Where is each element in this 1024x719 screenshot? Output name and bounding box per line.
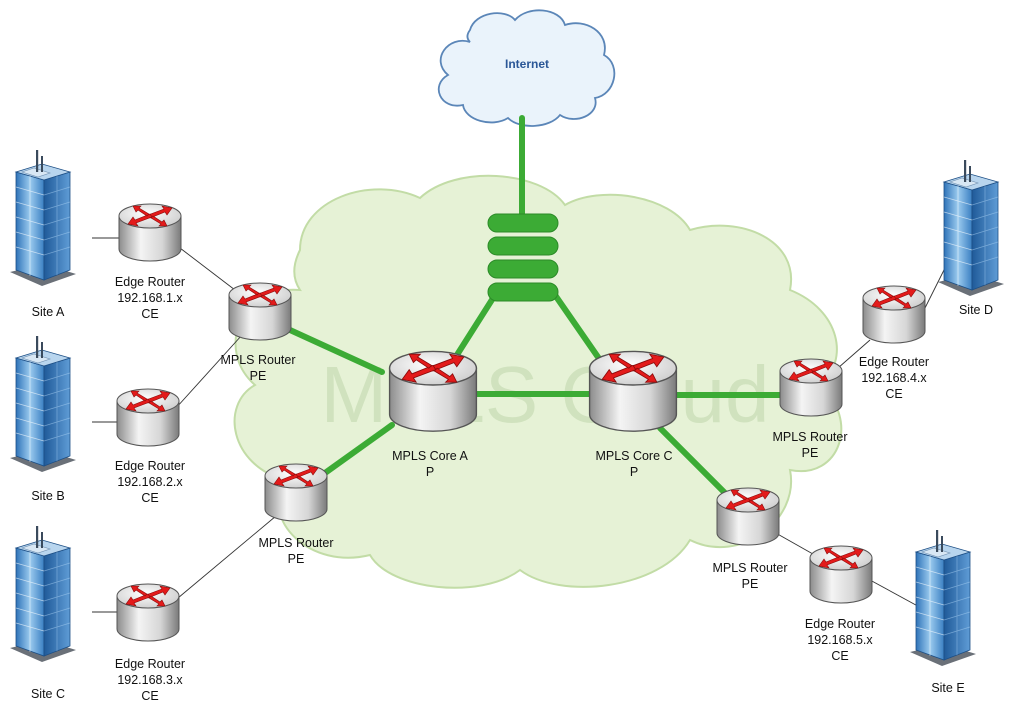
- switch-layer-3: [487, 259, 559, 279]
- edge-router-1-role: CE: [141, 307, 158, 321]
- link-ce2-pe1: [175, 334, 243, 409]
- pe-router-3-role: PE: [802, 446, 819, 460]
- site-e: Site E: [909, 529, 977, 695]
- site-b: Site B: [9, 335, 77, 503]
- site-d-building-icon: [937, 159, 1005, 297]
- edge-router-1-icon: [118, 203, 182, 262]
- switch-layer-1: [487, 213, 559, 233]
- edge-router-1: Edge Router 192.168.1.x CE: [115, 203, 185, 321]
- pe-router-3: MPLS Router PE: [772, 358, 848, 460]
- switch-layer-4: [487, 282, 559, 302]
- edge-router-4: Edge Router 192.168.4.x CE: [859, 285, 929, 401]
- pe-router-2-icon: [264, 463, 328, 522]
- edge-router-2-icon: [116, 388, 180, 447]
- edge-router-4-role: CE: [885, 387, 902, 401]
- site-c-building-icon: [9, 525, 77, 663]
- edge-router-5: Edge Router 192.168.5.x CE: [805, 545, 875, 663]
- core-router-a-name: MPLS Core A: [392, 449, 468, 463]
- core-router-a-role: P: [426, 465, 434, 479]
- core-router-a-icon: [388, 350, 478, 432]
- core-router-c-role: P: [630, 465, 638, 479]
- pe-router-4-role: PE: [742, 577, 759, 591]
- edge-router-3-role: CE: [141, 689, 158, 703]
- pe-router-2-role: PE: [288, 552, 305, 566]
- pe-router-4-name: MPLS Router: [712, 561, 787, 575]
- edge-router-2-name: Edge Router: [115, 459, 185, 473]
- edge-router-5-subnet: 192.168.5.x: [807, 633, 873, 647]
- edge-router-3: Edge Router 192.168.3.x CE: [115, 583, 185, 703]
- core-router-c: MPLS Core C P: [588, 350, 678, 479]
- switch-layer-2: [487, 236, 559, 256]
- site-d: Site D: [937, 159, 1005, 317]
- link-pe2-coreA: [315, 422, 395, 481]
- internet-cloud: Internet: [437, 9, 616, 127]
- edge-router-5-name: Edge Router: [805, 617, 875, 631]
- edge-router-4-subnet: 192.168.4.x: [861, 371, 927, 385]
- pe-router-4: MPLS Router PE: [712, 487, 788, 591]
- site-c: Site C: [9, 525, 77, 701]
- pe-router-1: MPLS Router PE: [220, 282, 296, 383]
- edge-router-4-name: Edge Router: [859, 355, 929, 369]
- link-pe1-coreA: [287, 327, 385, 375]
- edge-router-1-name: Edge Router: [115, 275, 185, 289]
- edge-router-3-icon: [116, 583, 180, 642]
- pe-router-2-name: MPLS Router: [258, 536, 333, 550]
- edge-router-3-name: Edge Router: [115, 657, 185, 671]
- link-ce1-pe1: [179, 247, 236, 291]
- core-router-a: MPLS Core A P: [388, 350, 478, 479]
- internet-label: Internet: [505, 57, 549, 71]
- mpls-links: [287, 115, 785, 501]
- edge-router-2-subnet: 192.168.2.x: [117, 475, 183, 489]
- edge-router-5-role: CE: [831, 649, 848, 663]
- pe-router-1-role: PE: [250, 369, 267, 383]
- site-e-building-icon: [909, 529, 977, 667]
- edge-router-2: Edge Router 192.168.2.x CE: [115, 388, 185, 505]
- edge-router-1-subnet: 192.168.1.x: [117, 291, 183, 305]
- site-d-label: Site D: [959, 303, 993, 317]
- link-switch-coreA: [452, 292, 498, 361]
- site-b-label: Site B: [31, 489, 64, 503]
- pe-router-1-name: MPLS Router: [220, 353, 295, 367]
- pe-router-3-icon: [779, 358, 843, 417]
- edge-router-5-icon: [809, 545, 873, 604]
- site-a-label: Site A: [32, 305, 65, 319]
- edge-router-4-icon: [862, 285, 926, 344]
- switch-stack: [487, 213, 559, 302]
- edge-router-2-role: CE: [141, 491, 158, 505]
- pe-router-1-icon: [228, 282, 292, 341]
- site-a: Site A: [9, 149, 77, 319]
- site-c-label: Site C: [31, 687, 65, 701]
- pe-router-2: MPLS Router PE: [258, 463, 334, 566]
- core-router-c-name: MPLS Core C: [595, 449, 672, 463]
- link-switch-coreC: [552, 292, 603, 363]
- site-b-building-icon: [9, 335, 77, 473]
- link-coreC-pe4: [657, 425, 733, 501]
- site-e-label: Site E: [931, 681, 964, 695]
- core-router-c-icon: [588, 350, 678, 432]
- pe-router-4-icon: [716, 487, 780, 546]
- site-a-building-icon: [9, 149, 77, 287]
- edge-router-3-subnet: 192.168.3.x: [117, 673, 183, 687]
- link-ce3-pe2: [177, 515, 277, 599]
- link-pe3-ce4: [837, 339, 871, 369]
- pe-router-3-name: MPLS Router: [772, 430, 847, 444]
